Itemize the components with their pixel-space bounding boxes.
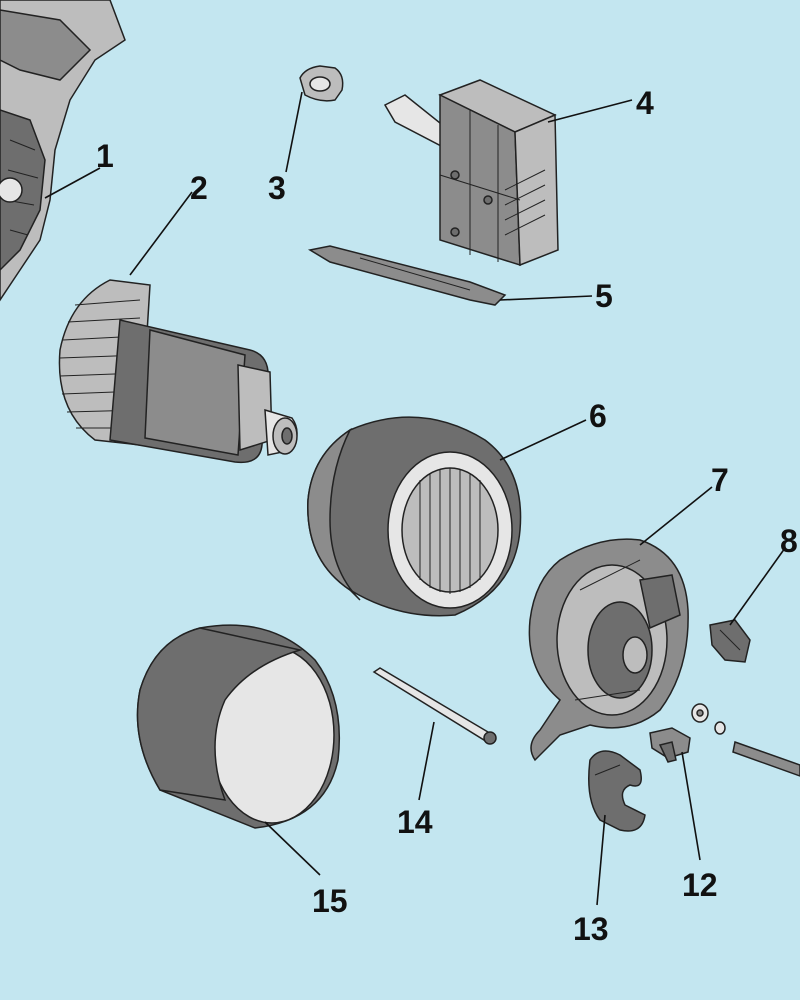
leader-12 bbox=[681, 751, 701, 861]
callout-12: 12 bbox=[682, 867, 718, 903]
part-12-brush-holder bbox=[649, 727, 691, 763]
part-4-control-box bbox=[383, 79, 559, 267]
callout-13: 13 bbox=[573, 911, 609, 947]
part-5-gasket-plate bbox=[307, 245, 507, 306]
part-3-gasket bbox=[299, 65, 344, 102]
part-13-cover bbox=[588, 750, 646, 832]
leader-13 bbox=[596, 814, 606, 906]
callout-5: 5 bbox=[595, 278, 613, 314]
callout-7: 7 bbox=[711, 462, 729, 498]
callout-4: 4 bbox=[636, 85, 654, 121]
callout-1: 1 bbox=[96, 138, 114, 174]
leader-4 bbox=[547, 99, 633, 123]
leader-7 bbox=[639, 486, 713, 546]
callout-14: 14 bbox=[397, 804, 433, 840]
callout-15: 15 bbox=[312, 883, 348, 919]
callout-8: 8 bbox=[780, 523, 798, 559]
part-14-long-bolt bbox=[372, 667, 497, 745]
leader-2 bbox=[129, 191, 193, 276]
callout-labels: 1 2 3 4 5 6 7 8 12 13 14 15 bbox=[96, 85, 798, 947]
part-15-cover-band bbox=[136, 624, 341, 829]
part-1-engine-housing bbox=[0, 0, 126, 302]
leader-1 bbox=[44, 167, 101, 199]
leader-lines bbox=[44, 91, 786, 906]
leader-5 bbox=[499, 295, 593, 301]
washers bbox=[691, 703, 726, 735]
leader-14 bbox=[418, 721, 435, 801]
through-bolt-right bbox=[732, 741, 800, 777]
leader-3 bbox=[285, 91, 303, 173]
part-8-clip bbox=[709, 619, 751, 663]
leader-6 bbox=[499, 419, 587, 461]
callout-3: 3 bbox=[268, 170, 286, 206]
part-7-end-bracket bbox=[528, 538, 689, 762]
part-6-stator bbox=[307, 416, 522, 617]
part-2-rotor bbox=[58, 279, 298, 464]
callout-2: 2 bbox=[190, 170, 208, 206]
leader-8 bbox=[729, 547, 786, 626]
callout-6: 6 bbox=[589, 398, 607, 434]
leader-15 bbox=[264, 821, 321, 876]
